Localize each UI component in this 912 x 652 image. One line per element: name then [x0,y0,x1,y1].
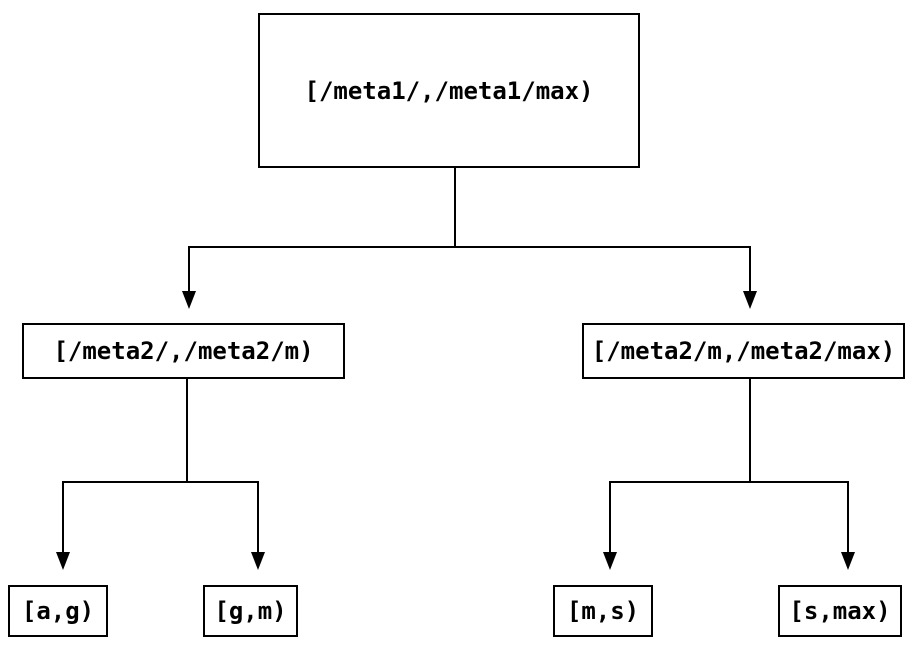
node-leaf-gm-label: [g,m) [214,597,287,625]
node-meta2-left: [/meta2/,/meta2/m) [22,323,345,379]
arrow-down-icon [743,291,757,309]
arrow-down-icon [56,552,70,570]
arrow-down-icon [841,552,855,570]
arrow-down-icon [603,552,617,570]
node-root-label: [/meta1/,/meta1/max) [304,76,594,105]
node-leaf-ms-label: [m,s) [566,597,640,625]
node-meta2-left-label: [/meta2/,/meta2/m) [53,337,314,365]
node-leaf-gm: [g,m) [203,585,298,637]
arrow-down-icon [251,552,265,570]
node-leaf-ag-label: [a,g) [21,597,95,625]
node-leaf-smax: [s,max) [778,585,902,637]
arrow-down-icon [182,291,196,309]
node-leaf-ms: [m,s) [553,585,653,637]
node-root: [/meta1/,/meta1/max) [258,13,640,168]
node-leaf-smax-label: [s,max) [789,597,891,625]
node-leaf-ag: [a,g) [8,585,108,637]
node-meta2-right: [/meta2/m,/meta2/max) [582,323,905,379]
node-meta2-right-label: [/meta2/m,/meta2/max) [591,337,896,365]
